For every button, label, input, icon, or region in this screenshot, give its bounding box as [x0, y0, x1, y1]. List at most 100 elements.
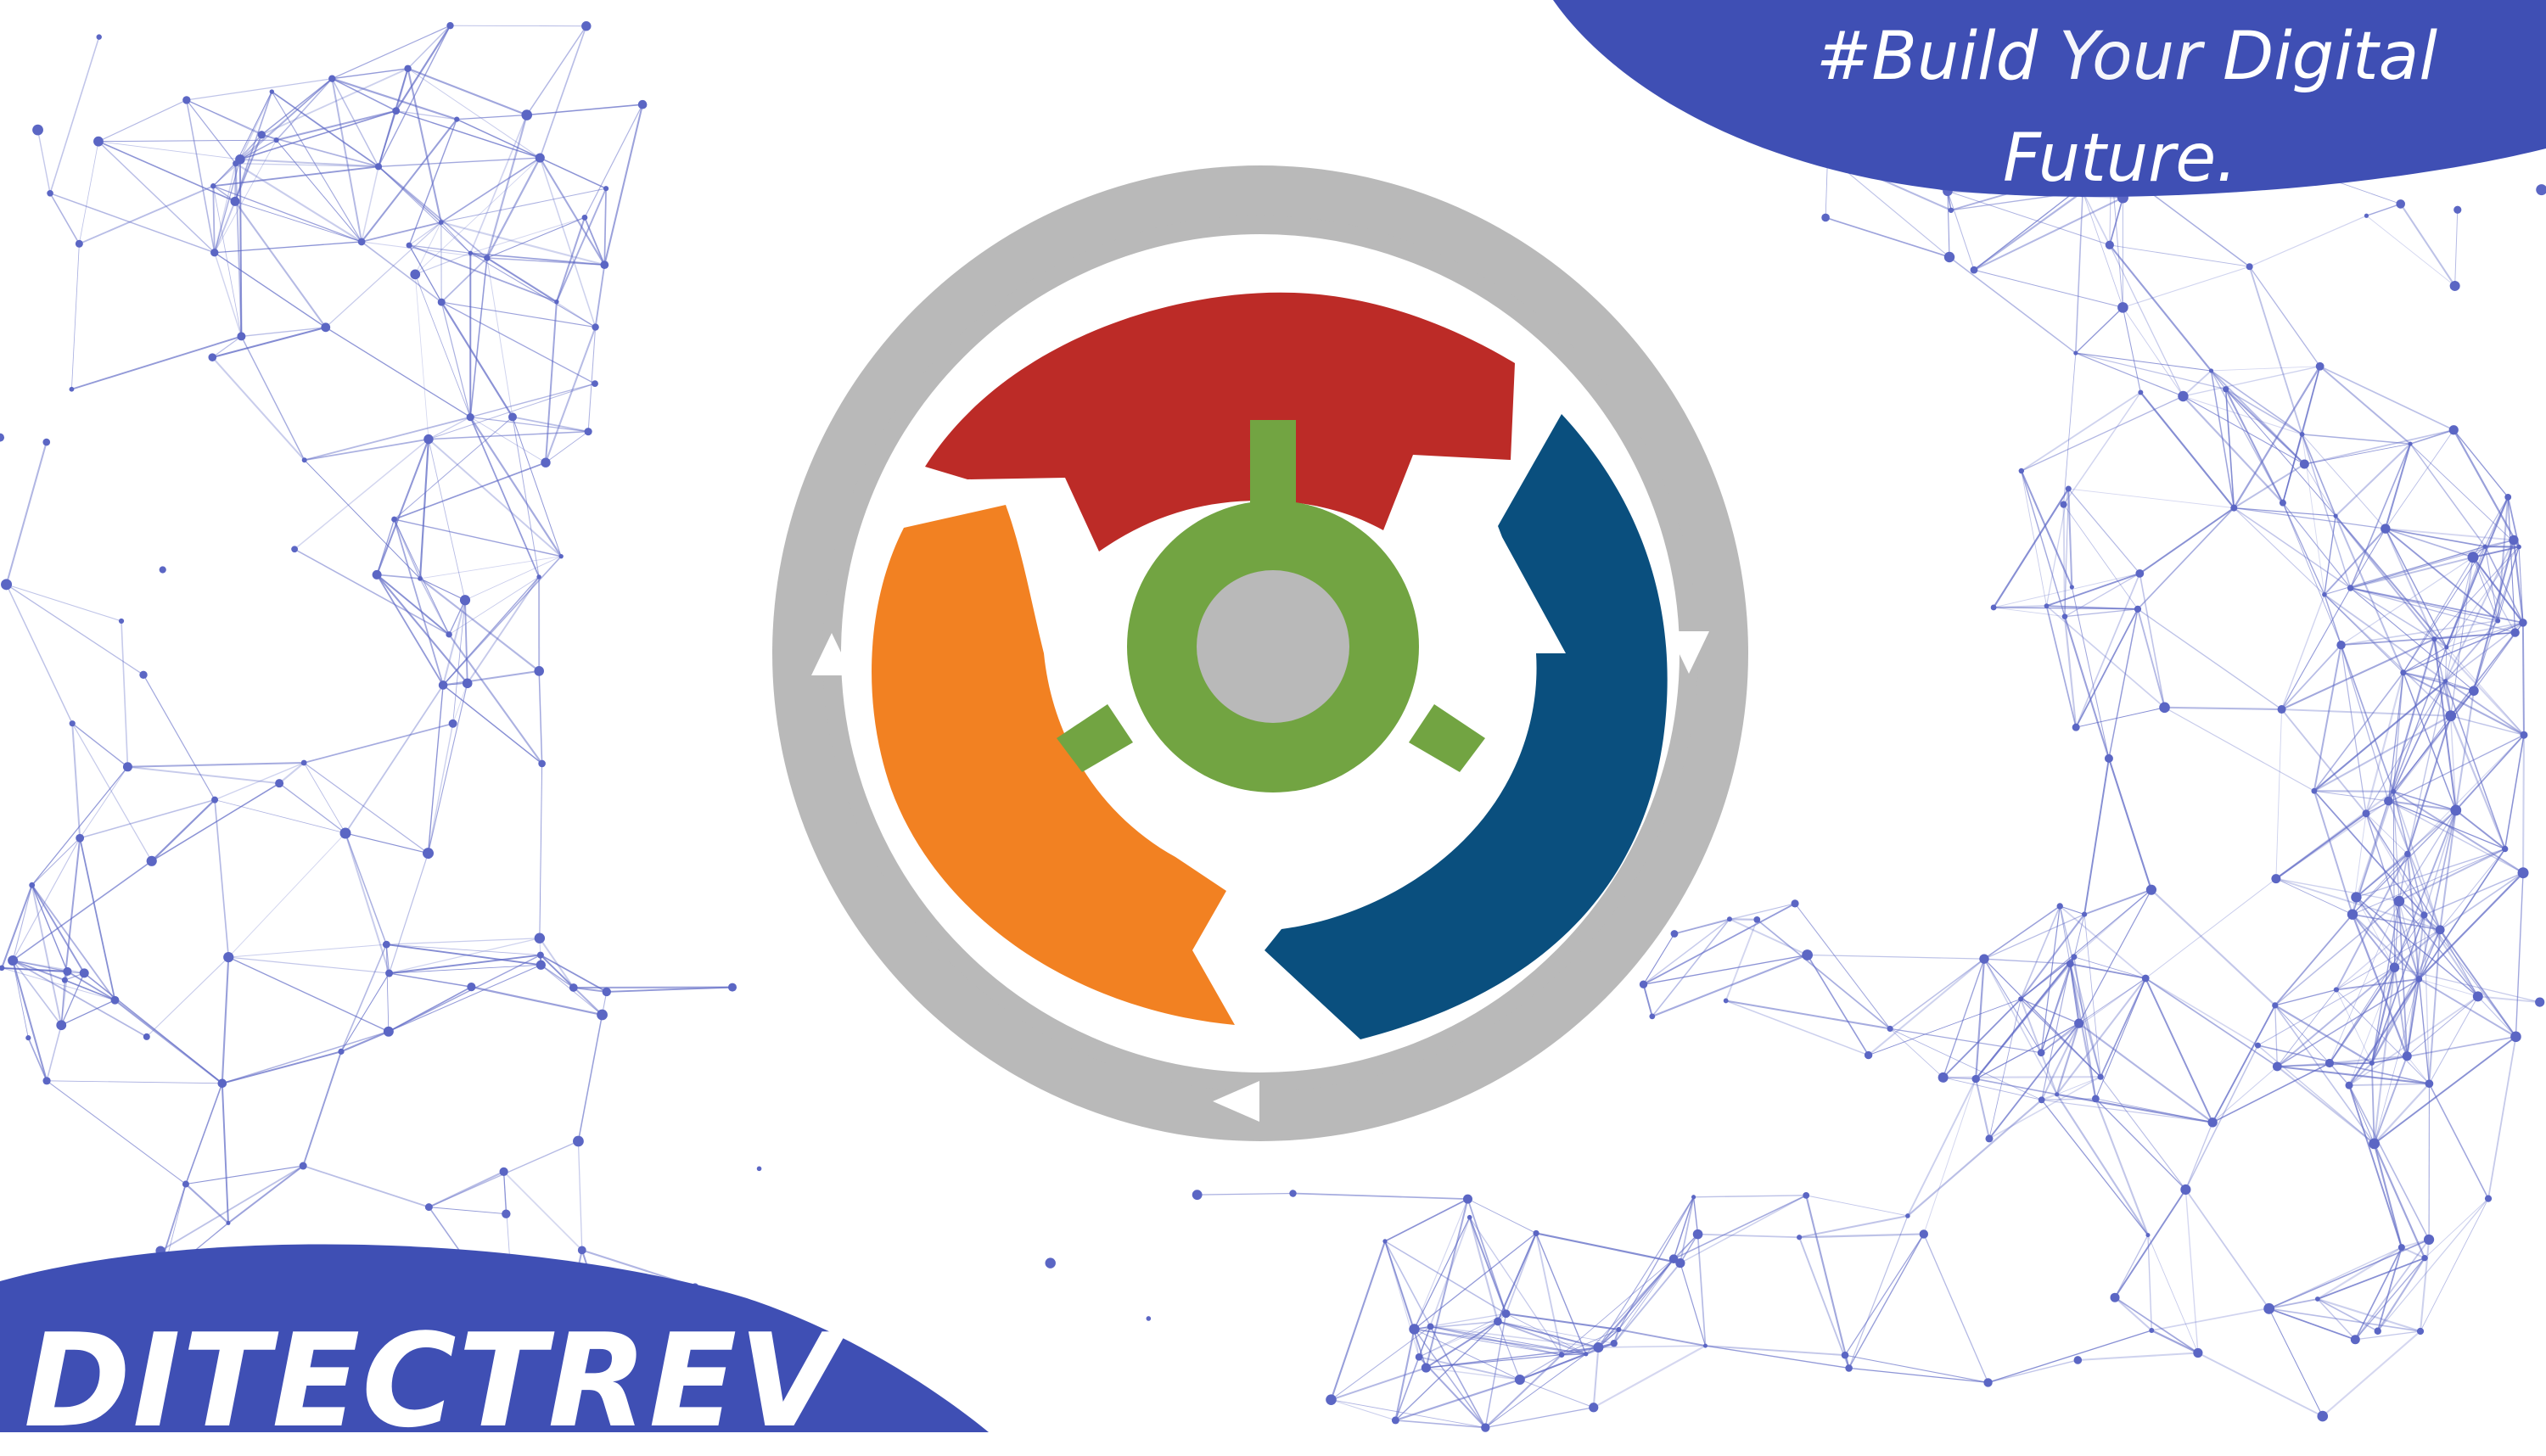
- network-node: [1985, 1134, 1993, 1142]
- network-link: [143, 675, 215, 799]
- network-link: [47, 1081, 186, 1184]
- network-node: [2062, 613, 2068, 619]
- network-node: [2516, 545, 2521, 550]
- network-link: [1395, 1420, 1485, 1428]
- network-link: [2302, 434, 2411, 444]
- network-node: [1991, 605, 1997, 611]
- network-node: [1691, 1195, 1696, 1199]
- network-link: [2283, 503, 2341, 646]
- network-link: [2076, 353, 2226, 389]
- network-node: [76, 240, 83, 248]
- network-link: [2488, 1037, 2515, 1199]
- network-node: [2111, 1293, 2120, 1302]
- network-node: [418, 576, 423, 581]
- network-node: [119, 619, 124, 624]
- network-node: [2436, 925, 2445, 934]
- tagline-word-your: Your: [2059, 19, 2201, 95]
- network-node: [1616, 1327, 1621, 1332]
- network-node: [2502, 846, 2508, 852]
- network-link: [7, 585, 73, 724]
- network-node: [2443, 679, 2448, 683]
- network-node: [1589, 1403, 1598, 1412]
- network-link: [2070, 964, 2100, 1077]
- network-node: [569, 983, 578, 992]
- network-link: [2234, 508, 2386, 529]
- network-link: [7, 442, 47, 585]
- network-link: [279, 783, 345, 833]
- network-link: [305, 460, 420, 579]
- network-link: [2250, 266, 2320, 366]
- network-link: [2185, 1190, 2268, 1308]
- network-link: [470, 384, 595, 417]
- network-link: [390, 854, 429, 973]
- network-node: [1797, 1235, 1802, 1240]
- network-link: [326, 222, 441, 328]
- network-node: [1979, 954, 1988, 963]
- network-node: [2255, 1043, 2261, 1049]
- network-node: [467, 413, 474, 421]
- network-link: [2355, 1331, 2420, 1340]
- network-node: [29, 882, 35, 888]
- network-link: [13, 861, 152, 960]
- network-link: [2079, 890, 2151, 1023]
- network-link: [215, 800, 345, 833]
- network-link: [2523, 623, 2524, 735]
- network-link: [2302, 434, 2351, 588]
- network-link: [1825, 217, 1949, 257]
- network-node: [218, 1079, 227, 1089]
- network-node: [438, 299, 446, 306]
- network-link: [2420, 1199, 2488, 1331]
- network-node: [2135, 569, 2144, 578]
- network-link: [2275, 915, 2353, 1005]
- network-link: [2047, 574, 2140, 606]
- network-link: [1598, 1259, 1674, 1347]
- network-link: [1988, 1360, 2078, 1382]
- network-link: [1849, 1216, 1908, 1368]
- network-link: [32, 838, 80, 885]
- network-link: [429, 432, 588, 440]
- network-node: [2038, 1096, 2045, 1103]
- network-link: [2138, 609, 2282, 709]
- network-link: [115, 1000, 222, 1084]
- network-link: [1498, 1321, 1586, 1353]
- network-node: [2375, 1328, 2381, 1335]
- network-link: [2074, 957, 2145, 978]
- network-node: [2070, 585, 2074, 589]
- network-link: [2324, 516, 2336, 595]
- network-link: [470, 417, 546, 463]
- network-node: [2316, 362, 2324, 371]
- network-node: [160, 566, 166, 573]
- network-node: [2420, 911, 2427, 918]
- tagline-line-1: #Build Your Digital: [1816, 24, 2437, 90]
- network-link: [2336, 516, 2447, 647]
- network-link: [1331, 1400, 1395, 1420]
- network-link: [215, 253, 326, 328]
- network-link: [1984, 959, 2070, 964]
- network-node: [340, 827, 351, 838]
- network-link: [152, 783, 279, 861]
- network-node: [2146, 885, 2156, 895]
- network-node: [2105, 754, 2113, 763]
- network-link: [389, 965, 541, 1031]
- network-node: [1703, 1344, 1708, 1348]
- network-link: [47, 1081, 222, 1084]
- network-link: [2304, 444, 2410, 464]
- network-node: [210, 249, 218, 256]
- network-node: [2311, 788, 2317, 794]
- network-link: [2250, 216, 2367, 266]
- network-node: [2280, 500, 2286, 507]
- network-link: [2140, 392, 2234, 507]
- network-link: [13, 838, 80, 960]
- network-link: [222, 957, 228, 1084]
- network-node: [2384, 797, 2393, 806]
- network-link: [2349, 1085, 2429, 1240]
- network-node: [446, 631, 451, 637]
- network-link: [578, 1015, 602, 1141]
- network-node: [1289, 1190, 1296, 1196]
- network-link: [1594, 1347, 1599, 1408]
- network-link: [2041, 957, 2074, 1053]
- network-node: [237, 332, 245, 340]
- network-node: [484, 255, 490, 260]
- network-link: [470, 253, 595, 327]
- network-node: [2082, 912, 2087, 917]
